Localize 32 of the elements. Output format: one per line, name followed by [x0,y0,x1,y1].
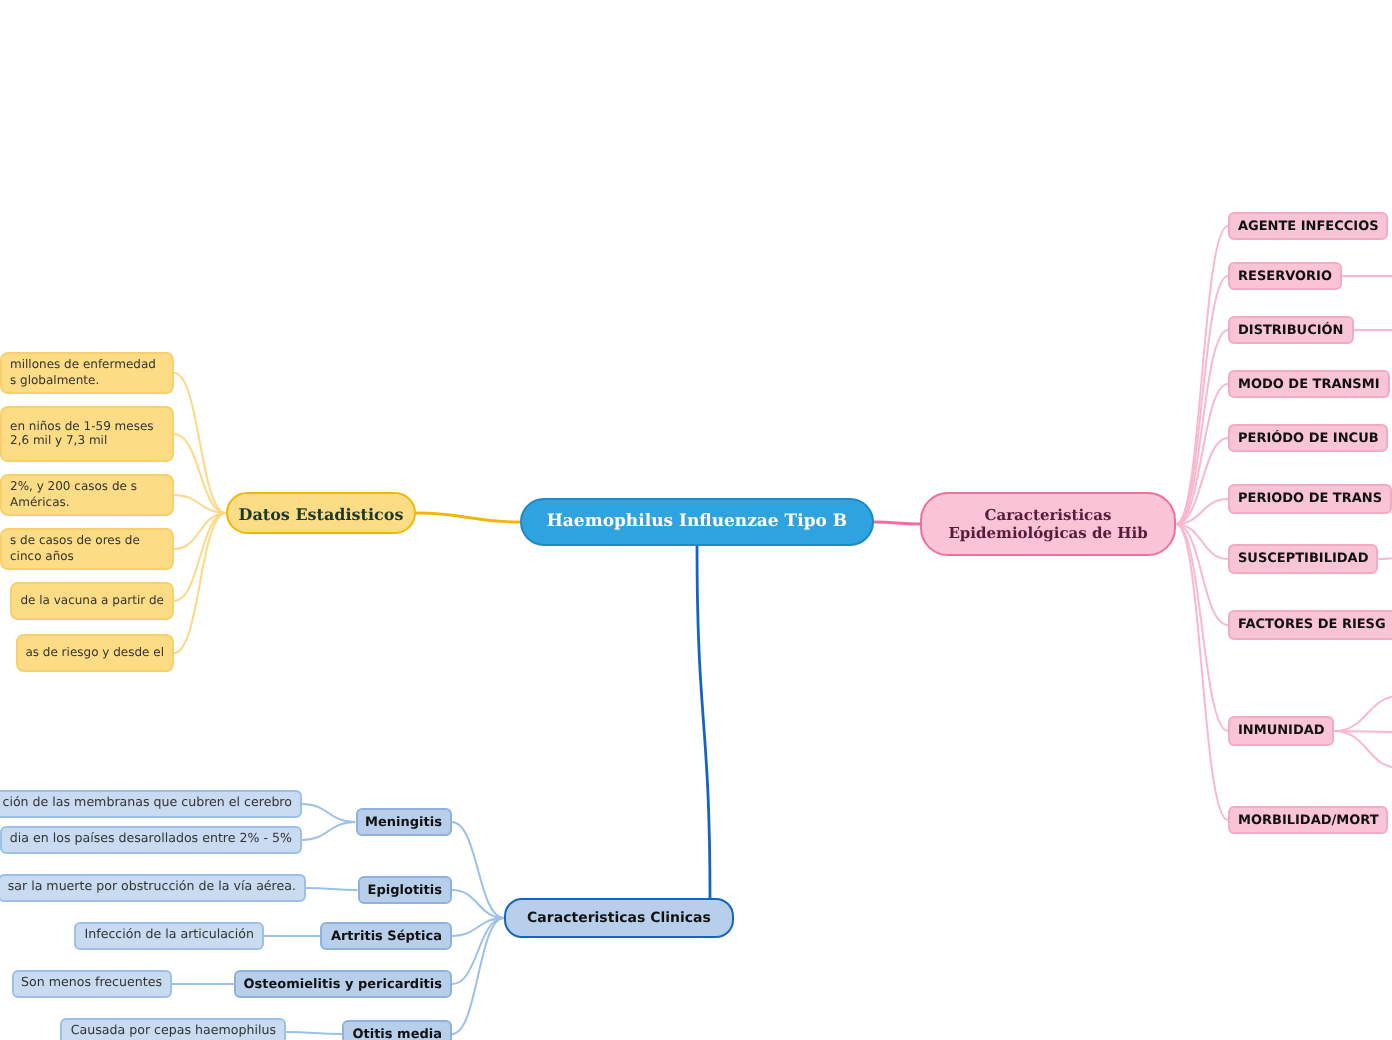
connector-line [451,821,505,919]
connector-line [451,917,505,1035]
connector-line [1352,329,1392,331]
connector-line [1175,437,1229,525]
connector-line [1175,523,1229,626]
connector-line [173,494,227,514]
connector-line [695,546,712,898]
connector-line [263,935,322,937]
connector-line [451,917,505,937]
connector-line [173,372,227,514]
connector-line [416,511,520,524]
connector-line [1175,498,1229,525]
connector-line [1377,557,1392,560]
connector-line [173,512,227,654]
connector-line [305,887,359,891]
connector-line [1175,275,1229,525]
central-topic-box: Haemophilus Influenzae Tipo B [520,498,874,546]
connector-line [451,917,505,985]
connector-line [1333,730,1392,769]
connector-line [173,433,227,514]
connector-line [451,889,505,919]
connector-line [285,1031,344,1035]
connector-line [1175,523,1229,821]
connector-line [874,520,920,526]
branch-topic-box: Datos Estadisticos [226,492,416,534]
connector-line [171,983,235,985]
connector-line [1340,275,1392,277]
connector-line [173,512,227,550]
connector-line [1175,523,1229,560]
connector-line [1175,523,1229,732]
connector-line [301,821,357,841]
connector-line [1175,225,1229,525]
